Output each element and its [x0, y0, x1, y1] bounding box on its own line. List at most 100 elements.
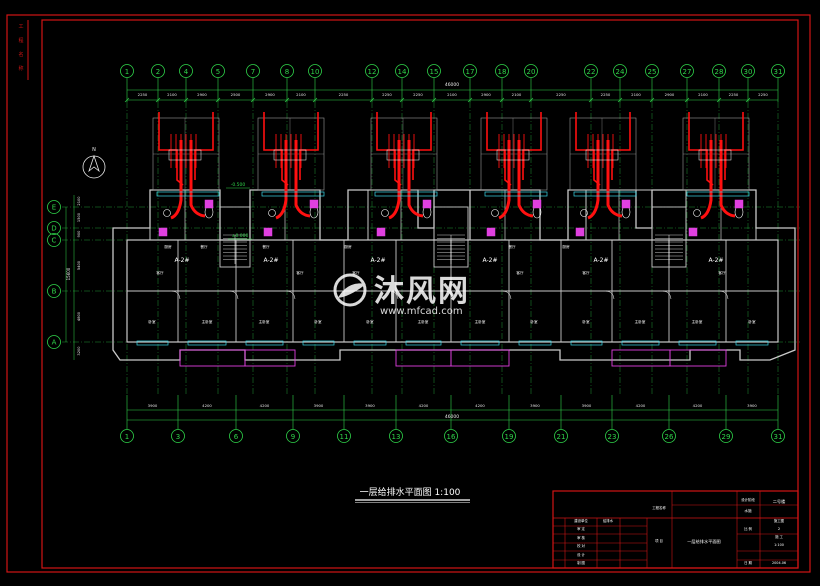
- axis-label-left: C: [52, 237, 57, 245]
- frame-strip-text: 程: [18, 37, 23, 44]
- dim-segment-top: 2100: [167, 92, 177, 97]
- unit-label: A-2#: [483, 257, 498, 264]
- axis-bubble-top: [645, 64, 659, 78]
- axis-label-top: 31: [774, 68, 783, 76]
- room-label: 卧室: [314, 319, 322, 324]
- axis-bubble-top: [463, 64, 477, 78]
- axis-bubble-top: [151, 64, 165, 78]
- room-labels: A-2#A-2#A-2#A-2#A-2#A-2#卧室主卧室主卧室卧室卧室主卧室主…: [148, 244, 756, 324]
- door-swing: [229, 290, 239, 300]
- main-drain-pipe: [606, 140, 623, 218]
- level-mark: ±0.000: [232, 233, 249, 239]
- dim-tick-top: [716, 97, 722, 103]
- dim-tick-top: [528, 97, 534, 103]
- watermark-brand: 沐风网: [374, 274, 470, 309]
- title-block-label: 制 图: [577, 560, 585, 565]
- window-south: [621, 340, 660, 346]
- sink-fixture: [422, 199, 432, 209]
- sink-fixture: [734, 199, 744, 209]
- axis-bubble-bottom: [120, 429, 134, 443]
- axis-bubble-left: [47, 221, 61, 235]
- axis-label-left: B: [52, 288, 57, 296]
- axis-label-bottom: 29: [722, 433, 731, 441]
- title-block-label: 审 核: [577, 535, 585, 540]
- door-swing: [444, 290, 454, 300]
- dim-tick-top: [617, 97, 623, 103]
- sink-fixture: [532, 199, 542, 209]
- dim-tick-top: [312, 97, 318, 103]
- axis-label-top: 20: [527, 68, 536, 76]
- axis-label-top: 30: [744, 68, 753, 76]
- window-south: [136, 340, 169, 346]
- axis-bubble-bottom: [605, 429, 619, 443]
- main-drain-pipe: [719, 140, 736, 218]
- frame-strip-text: 名: [18, 51, 23, 58]
- watermark-url: www.mfcad.com: [380, 306, 463, 317]
- axis-bubble-bottom: [662, 429, 676, 443]
- room-label: 主卧室: [692, 319, 703, 324]
- dim-segment-bottom: 3900: [314, 403, 324, 408]
- window-north: [374, 191, 438, 197]
- room-label: 主卧室: [259, 319, 270, 324]
- title-block-value: 1:100: [774, 543, 784, 547]
- room-label: 客厅: [516, 270, 524, 275]
- axis-label-bottom: 9: [291, 433, 295, 441]
- axis-label-top: 12: [368, 68, 377, 76]
- dim-tick-top: [155, 97, 161, 103]
- frame-strip-text: 称: [18, 65, 23, 72]
- room-label: 客厅: [296, 270, 304, 275]
- dim-segment-bottom: 3900: [582, 403, 592, 408]
- dim-tick-top: [284, 97, 290, 103]
- axis-label-bottom: 11: [340, 433, 349, 441]
- dim-segment-top: 2250: [382, 92, 392, 97]
- room-label: 卧室: [582, 319, 590, 324]
- room-label: 主卧室: [635, 319, 646, 324]
- dim-segment-bottom: 3900: [365, 403, 375, 408]
- dim-segment-bottom: 4200: [260, 403, 270, 408]
- window-south: [460, 340, 500, 346]
- main-drain-pipe: [587, 140, 600, 220]
- drain-pipe: [299, 112, 319, 180]
- main-drain-pipe: [407, 140, 424, 218]
- axis-bubble-top: [741, 64, 755, 78]
- door-swing: [719, 290, 729, 300]
- title-block-label: 建设单位: [574, 518, 588, 523]
- room-label: 客厅: [718, 270, 726, 275]
- dim-segment-top: 2250: [413, 92, 423, 97]
- watermark-logo-swoosh: [338, 283, 366, 298]
- door-swing: [662, 290, 672, 300]
- dim-tick-top: [431, 97, 437, 103]
- axis-label-bottom: 6: [234, 433, 239, 441]
- balcony: [244, 349, 296, 367]
- room-label: 厨房: [344, 244, 352, 249]
- title-block-section: 二号楼: [773, 498, 786, 505]
- axis-bubble-left: [47, 284, 61, 298]
- window-north: [261, 191, 325, 197]
- unit-label: A-2#: [709, 257, 724, 264]
- axis-label-top: 15: [430, 68, 439, 76]
- room-label: 主卧室: [202, 319, 213, 324]
- unit-label: A-2#: [594, 257, 609, 264]
- balcony: [669, 349, 727, 367]
- dim-segment-top: 2250: [556, 92, 566, 97]
- valve-box: [585, 149, 619, 161]
- title-block-value: 2004.06: [772, 561, 786, 565]
- dim-segment-top: 2250: [758, 92, 768, 97]
- title-block-sheet-no: 2: [778, 527, 780, 531]
- main-drain-pipe: [388, 140, 401, 220]
- axis-bubble-top: [771, 64, 785, 78]
- axis-label-bottom: 13: [392, 433, 401, 441]
- main-drain-pipe: [275, 140, 288, 220]
- axis-bubble-top: [179, 64, 193, 78]
- valve-box: [273, 149, 307, 161]
- dim-segment-top: 2100: [296, 92, 306, 97]
- axis-bubble-top: [524, 64, 538, 78]
- drain-pipe: [724, 112, 744, 180]
- window-south: [735, 340, 769, 346]
- axis-bubble-left: [47, 335, 61, 349]
- title-block-frame: [552, 490, 799, 569]
- window-south: [245, 340, 284, 346]
- room-label: 主卧室: [418, 319, 429, 324]
- inner-frame: [41, 19, 799, 569]
